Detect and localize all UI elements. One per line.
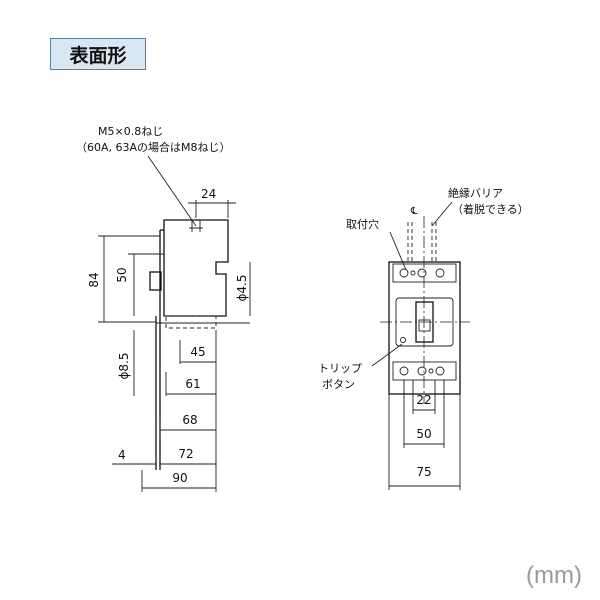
breaker-body-front [388,261,461,395]
mount-hole-bottom [428,368,434,374]
barrier-callout-line1: 絶縁バリア [448,186,503,200]
breaker-body-side [163,219,229,317]
dim-45: 45 [190,345,205,359]
top-terminal-screw-3 [435,268,445,278]
body-step [159,229,164,316]
side-view: M5×0.8ねじ （60A, 63Aの場合はM8ねじ） 24 84 50 ϕ4. [76,125,251,492]
dim-50-front: 50 [416,427,431,441]
screw-leader-line [147,155,197,227]
dim-90: 90 [172,471,187,485]
dim-75: 75 [416,465,431,479]
unit-label: (mm) [526,562,582,589]
barrier-dashed [407,222,437,262]
bottom-terminal-screw-1 [399,366,409,376]
terminal-bar-dashed [165,315,217,329]
bottom-terminal-block [392,361,457,381]
mount-hole-top [410,270,416,276]
dim-72: 72 [178,447,193,461]
mount-hole-callout: 取付穴 [346,217,379,231]
screw-callout-line1: M5×0.8ねじ [98,125,163,138]
terminal-screw-side [189,220,203,232]
handle-window [418,319,431,332]
dim-61: 61 [185,377,200,391]
dim-84: 84 [87,272,101,287]
dim-phi85: ϕ8.5 [117,353,131,380]
centerline-symbol: ℄ [410,206,418,217]
top-terminal-block [392,263,457,283]
screw-callout-line2: （60A, 63Aの場合はM8ねじ） [76,140,231,154]
top-terminal-screw-2 [417,268,427,278]
barrier-callout-line2: （着脱できる） [452,202,529,216]
dim-24: 24 [201,187,216,201]
trip-button [400,337,406,343]
front-view: 絶縁バリア （着脱できる） 取付穴 ℄ トリップ ボタン [318,186,529,490]
dim-phi45: ϕ4.5 [235,275,249,302]
trip-callout-line1: トリップ [318,362,362,375]
dim-4: 4 [118,448,126,462]
barrier-leader [431,201,453,227]
top-terminal-screw-1 [399,268,409,278]
trip-callout-line2: ボタン [322,378,355,391]
bottom-terminal-screw-2 [417,366,427,376]
dim-22: 22 [416,393,431,407]
drawing-title: 表面形 [50,38,146,70]
dim-50-side: 50 [115,267,129,282]
bottom-terminal-screw-3 [435,366,445,376]
dim-68: 68 [182,413,197,427]
trip-leader [371,343,403,367]
handle-side [149,271,162,291]
